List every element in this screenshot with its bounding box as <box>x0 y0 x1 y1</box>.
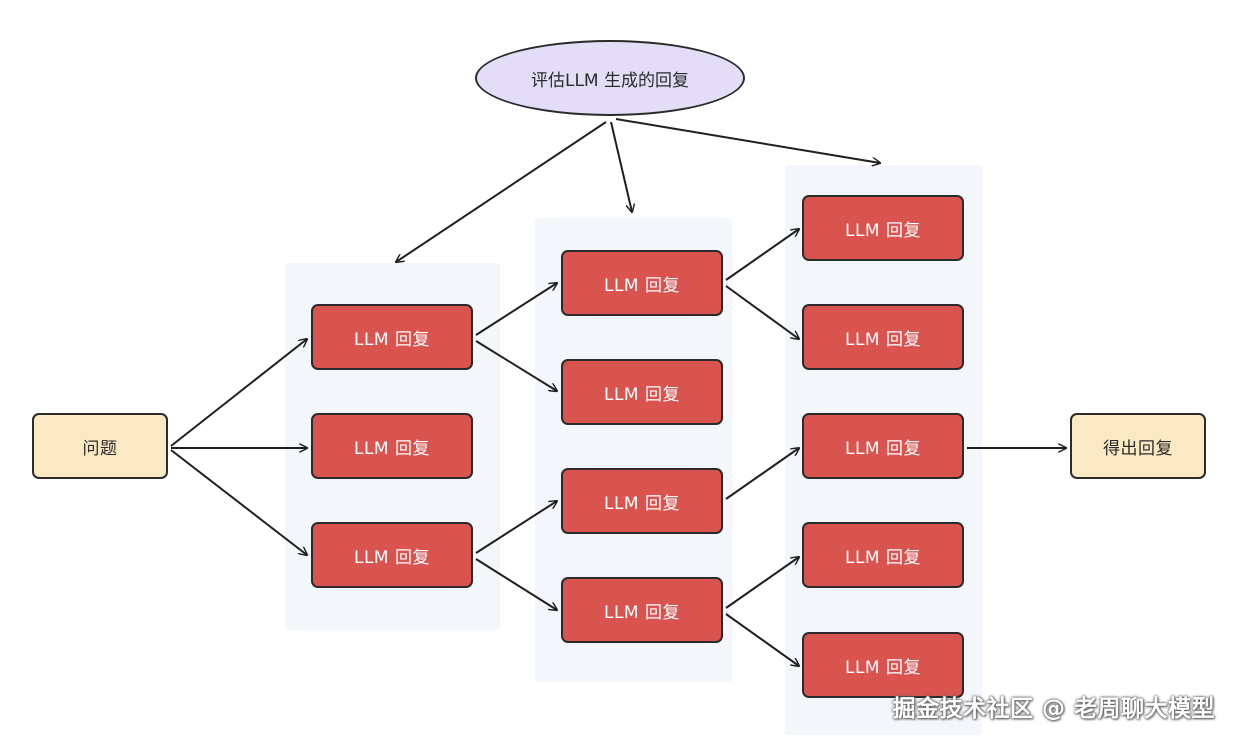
llm-response-node: LLM 回复 <box>311 413 473 479</box>
llm-response-label: LLM 回复 <box>353 547 430 568</box>
llm-response-node: LLM 回复 <box>802 522 964 588</box>
watermark-text: 掘金技术社区 @ 老周聊大模型 <box>892 696 1215 722</box>
llm-response-label: LLM 回复 <box>353 438 430 459</box>
llm-response-node: LLM 回复 <box>561 359 723 425</box>
llm-response-node: LLM 回复 <box>311 522 473 588</box>
edge-l1c-l2c <box>475 501 557 554</box>
llm-response-label: LLM 回复 <box>603 493 680 514</box>
llm-response-label: LLM 回复 <box>844 329 921 350</box>
llm-response-label: LLM 回复 <box>844 220 921 241</box>
edge-evaluator-layer2 <box>610 121 632 212</box>
result-label: 得出回复 <box>1103 438 1173 459</box>
llm-response-node: LLM 回复 <box>311 304 473 370</box>
llm-response-label: LLM 回复 <box>603 384 680 405</box>
edge-l2c-l3c <box>725 448 799 500</box>
llm-response-node: LLM 回复 <box>802 632 964 698</box>
llm-response-label: LLM 回复 <box>353 329 430 350</box>
llm-response-node: LLM 回复 <box>561 250 723 316</box>
llm-response-node: LLM 回复 <box>802 195 964 261</box>
result-node: 得出回复 <box>1070 413 1206 479</box>
edge-l1c-l2d <box>475 558 557 610</box>
edge-l2a-l3b <box>725 285 799 339</box>
llm-response-label: LLM 回复 <box>603 275 680 296</box>
llm-response-label: LLM 回复 <box>603 602 680 623</box>
llm-response-label: LLM 回复 <box>844 547 921 568</box>
llm-response-node: LLM 回复 <box>802 304 964 370</box>
edge-question-l1c <box>170 449 307 555</box>
llm-response-label: LLM 回复 <box>844 438 921 459</box>
edge-l2d-l3e <box>725 613 799 666</box>
edge-l2a-l3a <box>725 229 799 281</box>
question-label: 问题 <box>82 438 118 459</box>
llm-response-node: LLM 回复 <box>561 468 723 534</box>
edge-l1a-l2a <box>475 283 557 336</box>
edge-evaluator-layer3 <box>615 118 880 163</box>
llm-response-node: LLM 回复 <box>802 413 964 479</box>
evaluator-node: 评估LLM 生成的回复 <box>475 40 745 116</box>
edge-question-l1a <box>170 339 307 447</box>
question-node: 问题 <box>32 413 168 479</box>
edge-l1a-l2b <box>475 340 557 391</box>
llm-response-label: LLM 回复 <box>844 657 921 678</box>
evaluator-label: 评估LLM 生成的回复 <box>530 70 689 91</box>
edge-evaluator-layer1 <box>396 121 607 262</box>
llm-response-node: LLM 回复 <box>561 577 723 643</box>
edge-l2d-l3d <box>725 557 799 609</box>
